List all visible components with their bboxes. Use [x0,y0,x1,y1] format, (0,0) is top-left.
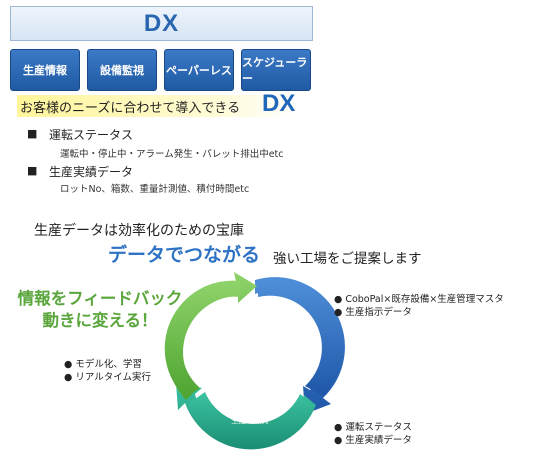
bullet-square-icon: ■ [27,164,38,177]
step1-label-group: STEP.1 自動化 省人化・効率化 [257,285,333,375]
step1-note: ● CoboPal×既存設備×生産管理マスタ [334,294,504,305]
step1-number: STEP.1 [278,312,312,323]
step3-sub: 収集・蓄積・分析 [185,348,245,357]
step1-sub: 省人化・効率化 [268,348,322,357]
step1-note: ● 生産指示データ [334,307,412,318]
module-production-info: 生産情報 [10,49,80,91]
step3-note: ● モデル化、学習 [64,359,142,370]
step2-number: STEP.2 [233,380,267,391]
headline-line2: 強い工場をご提案します [273,251,422,267]
tagline-highlight [17,95,297,117]
headline-accent: データでつながる [108,244,261,266]
step3-number: STEP.3 [198,312,232,323]
bullet-square-icon: ■ [27,127,38,140]
bullet-detail-status: 運転中・停止中・アラーム発生・パレット排出中etc [60,149,284,160]
module-equipment-monitoring: 設備監視 [87,49,157,91]
headline-line1: 生産データは効率化のための宝庫 [34,223,244,239]
step2-note: ● 生産実績データ [334,435,412,446]
module-scheduler: スケジューラー [241,49,311,91]
dx-title-bar: DX [10,6,313,41]
callout-line2: 動きに変える！ [42,311,158,330]
step2-name: 見える化 [222,394,278,410]
cycle-diagram [164,272,345,450]
step3-label-group: STEP.3 データ化 収集・蓄積・分析 [175,285,255,375]
tagline-dx: DX [262,90,296,117]
step2-note: ● 運転ステータス [334,422,412,433]
callout-line1: 情報をフィードバック [17,289,183,308]
bullet-title-status: 運転ステータス [49,128,134,142]
step3-name: データ化 [187,326,243,342]
step1-name: 自動化 [274,326,316,342]
bullet-detail-results: ロットNo、箱数、重量計測値、積付時間etc [60,184,250,195]
module-paperless: ペーパーレス [164,49,234,91]
feedback-callout: 情報をフィードバック 動きに変える！ [10,288,190,332]
step2-sub: 生産・品質 [231,416,269,425]
step2-label-group: STEP.2 見える化 生産・品質 [210,380,290,440]
step3-note: ● リアルタイム実行 [64,372,152,383]
bullet-title-results: 生産実績データ [49,165,134,179]
tagline-text: お客様のニーズに合わせて導入できる [20,101,241,116]
